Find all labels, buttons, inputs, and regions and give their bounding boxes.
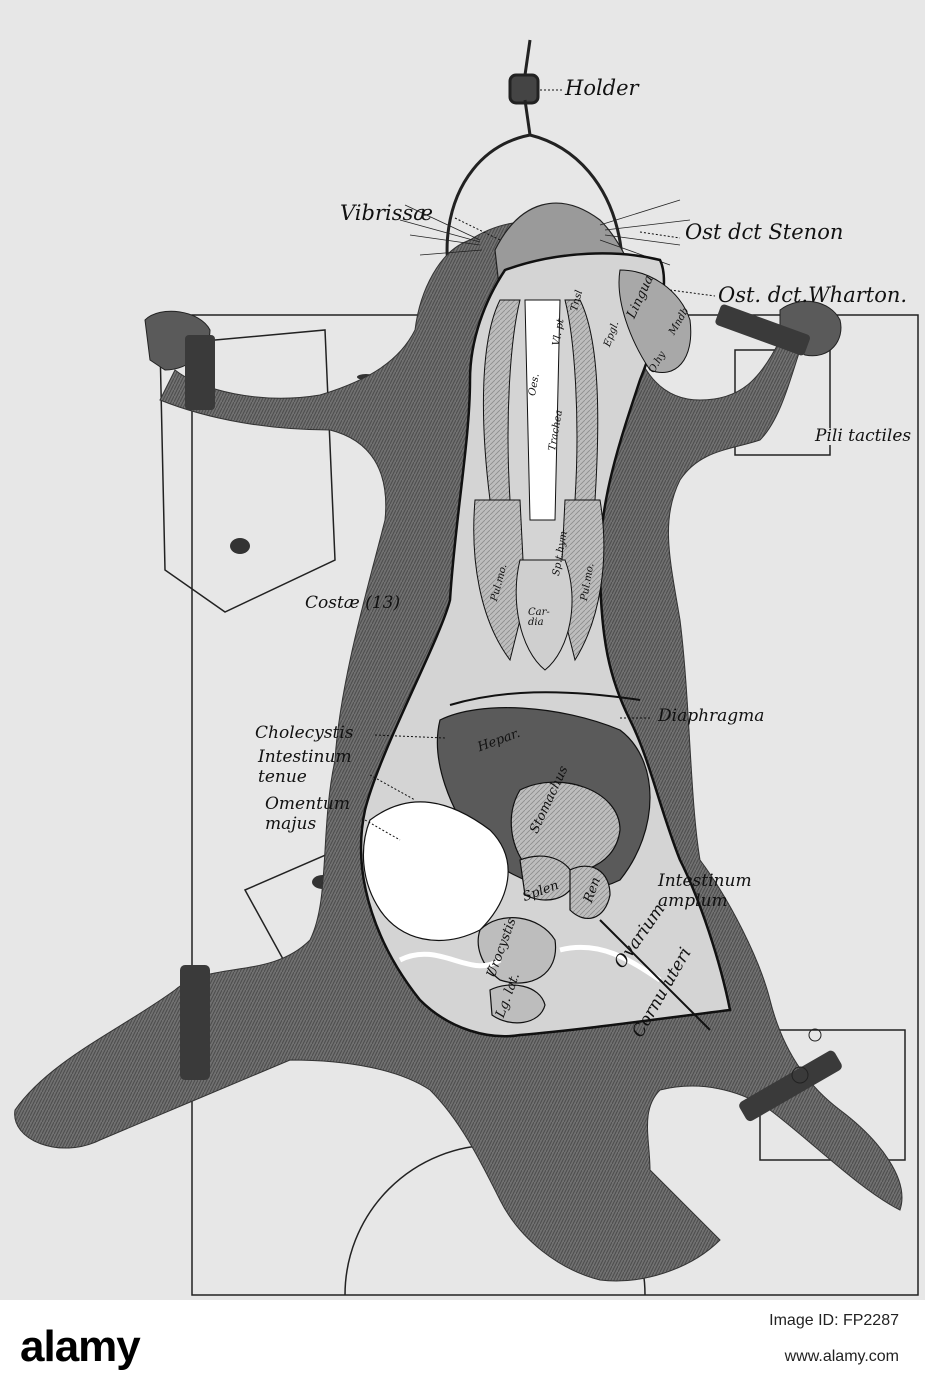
label-holder: Holder xyxy=(565,76,639,100)
right-hind-strap xyxy=(739,1028,842,1122)
thoracic-organs xyxy=(473,269,692,671)
holder-clip xyxy=(445,39,624,322)
abdominal-organs xyxy=(362,707,711,1031)
watermark-image-id: Image ID: FP2287 xyxy=(769,1312,899,1329)
right-forepaw xyxy=(715,300,842,357)
label-vibrissae: Vibrissæ xyxy=(340,201,434,225)
label-cholecystis: Cholecystis xyxy=(255,723,354,743)
label-diaphragma: Diaphragma xyxy=(658,706,765,726)
watermark-bar xyxy=(0,1300,925,1390)
label-ost-dct-wharton: Ost. dct.Wharton. xyxy=(718,283,908,307)
label-costae: Costæ (13) xyxy=(305,593,401,613)
watermark-url: www.alamy.com xyxy=(784,1348,899,1365)
leader-lines xyxy=(364,89,716,841)
left-hind-strap xyxy=(180,965,210,1080)
label-omentum-majus: Omentum majus xyxy=(265,794,350,834)
label-cardia: Car-dia xyxy=(528,607,550,628)
rat-dissection-drawing xyxy=(14,39,919,1296)
label-ost-dct-stenon: Ost dct Stenon xyxy=(685,220,844,244)
left-forepaw xyxy=(144,310,215,410)
anatomical-plate: Holder Vibrissæ Ost dct Stenon Ost. dct.… xyxy=(0,0,925,1300)
label-pili-tactiles: Pili tactiles xyxy=(815,426,912,446)
label-intestinum-tenue: Intestinum tenue xyxy=(258,747,352,787)
label-intestinum-amplum: Intestinum amplum xyxy=(658,871,752,911)
watermark-logo: alamy xyxy=(20,1322,141,1371)
diaphragm-line xyxy=(449,691,641,706)
